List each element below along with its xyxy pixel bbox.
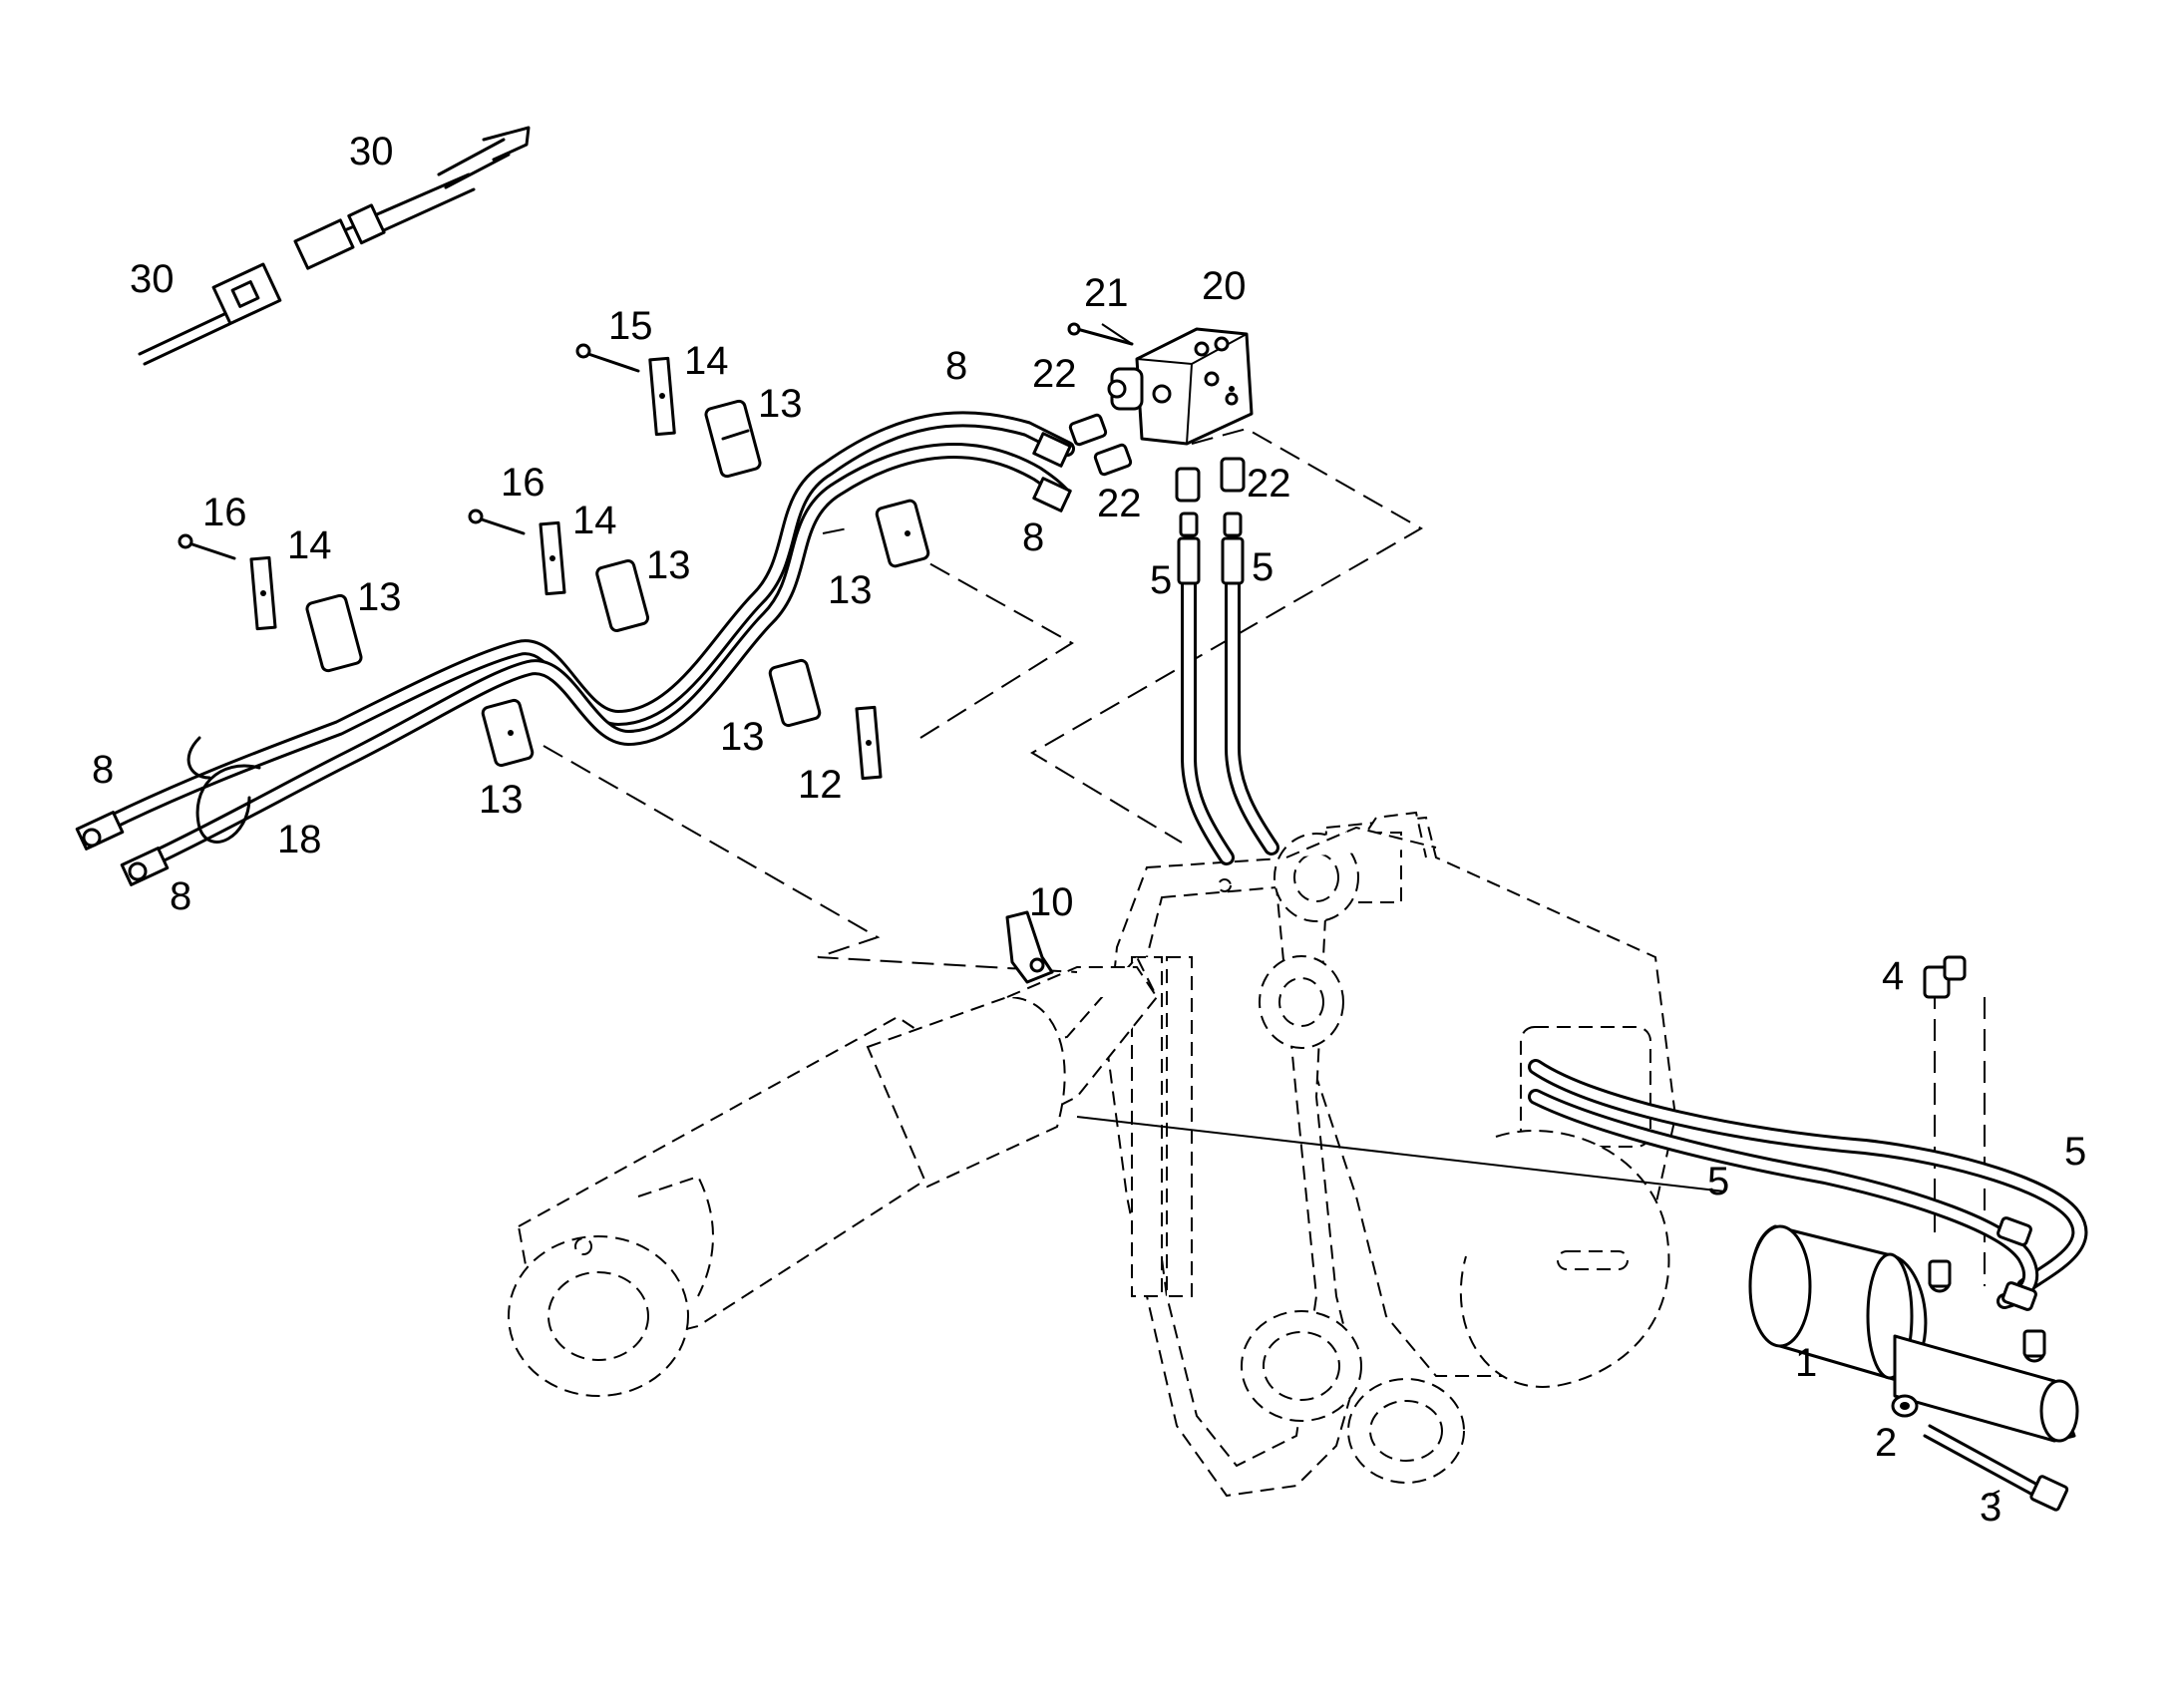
hoses-8 <box>75 411 1075 886</box>
callout-13-left: 13 <box>357 575 402 619</box>
callout-22-left: 22 <box>1032 352 1077 396</box>
callout-8-top: 8 <box>945 344 967 388</box>
callout-18: 18 <box>277 818 322 861</box>
callout-13-mid: 13 <box>646 543 691 587</box>
callout-13-right: 13 <box>828 568 873 612</box>
hoses-5-lower <box>1528 1059 2088 1311</box>
hoses-5-vertical <box>1177 512 1279 865</box>
part-callouts: 30 30 21 20 15 14 13 8 22 16 14 13 22 22… <box>92 130 2086 1530</box>
callout-20: 20 <box>1202 264 1247 308</box>
fitting-4 <box>1923 955 1967 999</box>
hydraulic-cylinder-outline <box>508 955 1159 1397</box>
bolt-3 <box>1923 1424 2069 1512</box>
callout-30-top: 30 <box>349 130 394 173</box>
callout-14-mid: 14 <box>572 499 617 542</box>
cylinder-1 <box>1748 1224 2079 1443</box>
callout-14-top: 14 <box>684 339 729 383</box>
callout-21: 21 <box>1084 271 1129 315</box>
callout-5-left: 5 <box>1150 558 1172 602</box>
callout-8-mid: 8 <box>1022 515 1044 559</box>
callout-8-left: 8 <box>92 748 114 792</box>
callout-3: 3 <box>1980 1486 2001 1530</box>
callout-13-top: 13 <box>758 382 803 426</box>
callout-12: 12 <box>798 763 843 807</box>
callout-22-lower: 22 <box>1097 482 1142 525</box>
callout-1: 1 <box>1795 1341 1817 1385</box>
callout-13-bottom: 13 <box>479 778 524 822</box>
callout-30-left: 30 <box>130 257 175 301</box>
leader-lines <box>543 427 1986 1286</box>
callout-2: 2 <box>1875 1421 1897 1465</box>
valve-block-20 <box>1067 322 1254 503</box>
washer-2 <box>1891 1394 1919 1418</box>
callout-16-mid: 16 <box>501 461 545 505</box>
tie-wrap-18 <box>186 736 261 844</box>
callout-leaders <box>1076 323 2000 1497</box>
callout-5-lower: 5 <box>1707 1160 1729 1203</box>
callout-22-right: 22 <box>1247 462 1291 506</box>
callout-14-left: 14 <box>287 523 332 567</box>
callout-15: 15 <box>608 304 653 348</box>
axle-housing-outline <box>1105 811 1677 1498</box>
callout-16-left: 16 <box>202 491 247 534</box>
callout-8-bottom: 8 <box>170 874 191 918</box>
clamp-hardware <box>178 343 1054 984</box>
callout-5-far-right: 5 <box>2064 1130 2086 1174</box>
callout-5-right: 5 <box>1252 545 1273 589</box>
callout-10: 10 <box>1029 880 1074 924</box>
cable-connector-30 <box>138 126 531 366</box>
callout-13-lower: 13 <box>720 715 765 759</box>
callout-4: 4 <box>1882 954 1904 998</box>
